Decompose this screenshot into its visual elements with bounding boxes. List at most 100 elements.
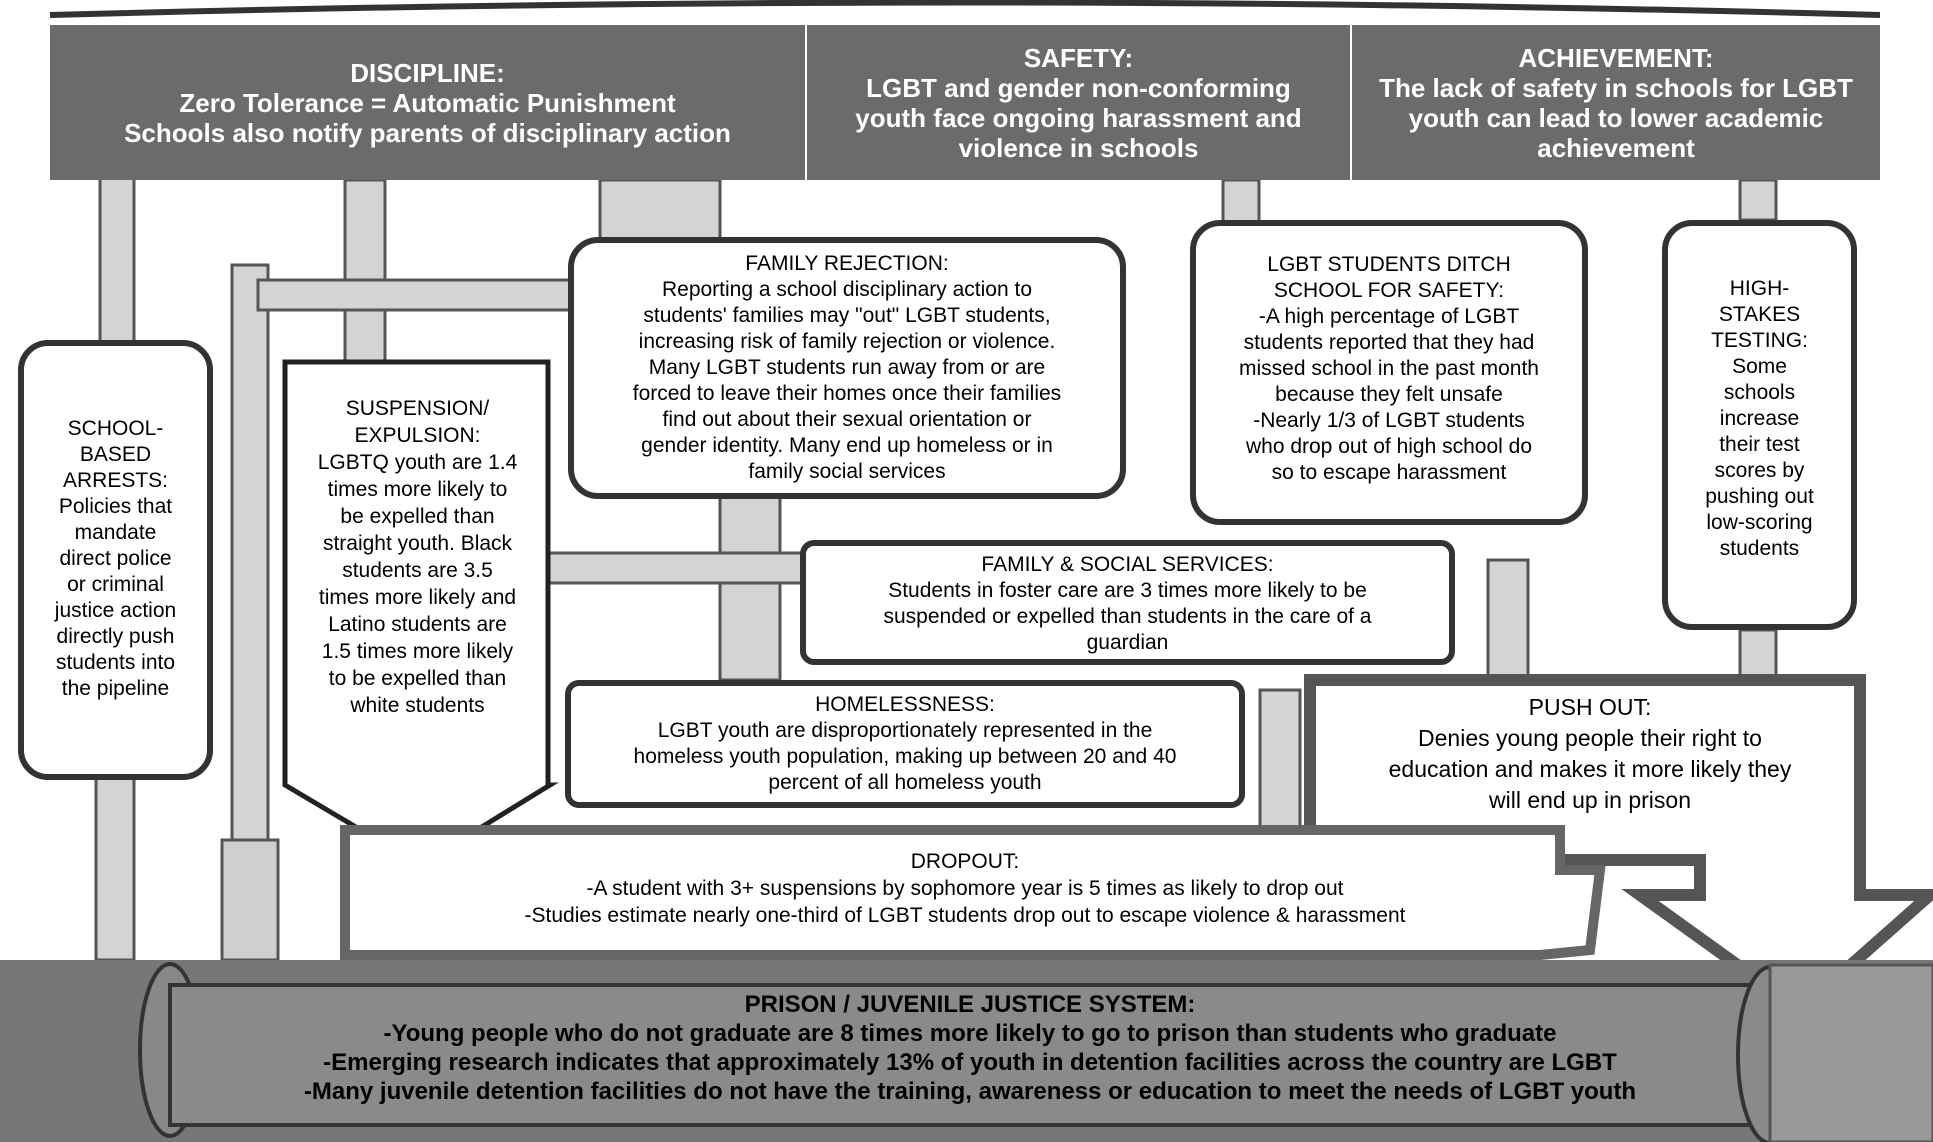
ditch-line: missed school in the past month — [1239, 357, 1539, 380]
push-out-text: PUSH OUT: Denies young people their righ… — [1330, 692, 1850, 816]
box-homelessness: HOMELESSNESS: LGBT youth are disproporti… — [565, 680, 1245, 808]
suspension-line: white students — [350, 694, 485, 717]
suspension-line: to be expelled than — [328, 667, 507, 690]
arrests-line: directly push — [56, 625, 175, 648]
safety-line3: violence in schools — [958, 132, 1199, 163]
arrests-line: students into — [55, 651, 176, 674]
testing-line: TESTING: — [1711, 329, 1808, 352]
family-rejection-line: forced to leave their homes once their f… — [632, 382, 1062, 405]
prison-line: -Emerging research indicates that approx… — [323, 1049, 1617, 1076]
arrests-line: Policies that — [58, 495, 173, 518]
arrests-line: ARRESTS: — [62, 469, 169, 492]
pipe — [1258, 688, 1302, 842]
ditch-line: students reported that they had — [1243, 331, 1535, 354]
discipline-line2: Schools also notify parents of disciplin… — [124, 117, 731, 148]
achievement-line3: achievement — [1537, 132, 1695, 163]
testing-line: Some — [1732, 355, 1787, 378]
prison-pipe-inner — [168, 983, 1772, 1127]
dropout-arrow — [340, 825, 1606, 960]
box-ditch-school: LGBT STUDENTS DITCH SCHOOL FOR SAFETY: -… — [1190, 220, 1588, 525]
dropout-line: -A student with 3+ suspensions by sophom… — [586, 877, 1344, 900]
push-out-title: PUSH OUT: — [1528, 694, 1652, 720]
family-social-line: guardian — [1086, 631, 1169, 654]
dropout-text: DROPOUT: -A student with 3+ suspensions … — [350, 848, 1580, 929]
family-rejection-line: students' families may "out" LGBT studen… — [643, 304, 1051, 327]
homelessness-line: homeless youth population, making up bet… — [633, 745, 1177, 768]
achievement-line1: The lack of safety in schools for LGBT — [1379, 72, 1853, 103]
pipe — [1738, 628, 1778, 682]
arrests-line: mandate — [74, 521, 157, 544]
testing-line: schools — [1723, 381, 1796, 404]
header-achievement: ACHIEVEMENT: The lack of safety in schoo… — [1350, 25, 1880, 180]
push-out-line: education and makes it more likely they — [1388, 756, 1792, 782]
testing-line: their test — [1719, 433, 1800, 456]
safety-line1: LGBT and gender non-conforming — [866, 72, 1291, 103]
suspension-arrow — [282, 359, 559, 868]
discipline-line1: Zero Tolerance = Automatic Punishment — [179, 87, 676, 118]
arrests-line: the pipeline — [61, 677, 170, 700]
box-high-stakes-testing: HIGH- STAKES TESTING: Some schools incre… — [1662, 220, 1857, 630]
testing-line: increase — [1719, 407, 1800, 430]
suspension-line: students are 3.5 — [342, 559, 493, 582]
discipline-title: DISCIPLINE: — [350, 57, 505, 88]
prison-line: -Young people who do not graduate are 8 … — [383, 1020, 1557, 1047]
header-safety: SAFETY: LGBT and gender non-conforming y… — [805, 25, 1350, 180]
pipe — [1486, 558, 1530, 692]
pipe — [94, 758, 136, 962]
ditch-line: who drop out of high school do — [1245, 435, 1533, 458]
box-family-social-services: FAMILY & SOCIAL SERVICES: Students in fo… — [800, 540, 1455, 665]
prison-text: PRISON / JUVENILE JUSTICE SYSTEM: -Young… — [180, 990, 1760, 1106]
box-family-rejection: FAMILY REJECTION: Reporting a school dis… — [568, 237, 1126, 499]
prison-title: PRISON / JUVENILE JUSTICE SYSTEM: — [744, 991, 1196, 1018]
achievement-title: ACHIEVEMENT: — [1518, 42, 1714, 73]
homelessness-line: LGBT youth are disproportionately repres… — [657, 719, 1153, 742]
family-rejection-line: Many LGBT students run away from or are — [648, 356, 1046, 379]
top-pipe-edge — [49, 0, 1881, 18]
suspension-line: straight youth. Black — [322, 532, 513, 555]
achievement-line2: youth can lead to lower academic — [1408, 102, 1824, 133]
suspension-line: EXPULSION: — [354, 424, 481, 447]
testing-line: low-scoring — [1706, 511, 1813, 534]
pipe — [98, 173, 136, 357]
header-discipline: DISCIPLINE: Zero Tolerance = Automatic P… — [50, 25, 805, 180]
ditch-title1: LGBT STUDENTS DITCH — [1267, 253, 1511, 276]
ditch-line: -Nearly 1/3 of LGBT students — [1253, 409, 1525, 432]
suspension-text: SUSPENSION/ EXPULSION: LGBTQ youth are 1… — [290, 395, 545, 719]
family-rejection-line: Reporting a school disciplinary action t… — [661, 278, 1033, 301]
arrests-line: direct police — [59, 547, 172, 570]
pipe — [256, 278, 590, 312]
family-social-line: Students in foster care are 3 times more… — [888, 579, 1367, 602]
ditch-line: because they felt unsafe — [1275, 383, 1503, 406]
ditch-line: so to escape harassment — [1271, 461, 1507, 484]
family-rejection-line: family social services — [748, 460, 946, 483]
dropout-title: DROPOUT: — [910, 850, 1020, 873]
family-social-line: suspended or expelled than students in t… — [883, 605, 1372, 628]
family-rejection-line: find out about their sexual orientation … — [662, 408, 1032, 431]
pipe — [598, 178, 722, 242]
safety-line2: youth face ongoing harassment and — [855, 102, 1302, 133]
arrests-line: or criminal — [67, 573, 164, 596]
pipe — [220, 838, 280, 962]
homelessness-title: HOMELESSNESS: — [815, 693, 995, 716]
suspension-line: SUSPENSION/ — [345, 397, 490, 420]
arrests-line: SCHOOL- — [67, 417, 164, 440]
testing-line: students — [1719, 537, 1800, 560]
push-out-line: will end up in prison — [1488, 787, 1691, 813]
suspension-line: Latino students are — [328, 613, 507, 636]
ditch-title2: SCHOOL FOR SAFETY: — [1273, 279, 1505, 302]
push-out-line: Denies young people their right to — [1418, 725, 1762, 751]
homelessness-line: percent of all homeless youth — [768, 771, 1042, 794]
testing-line: STAKES — [1718, 303, 1801, 326]
family-rejection-line: increasing risk of family rejection or v… — [638, 330, 1056, 353]
pipe — [1738, 178, 1778, 222]
prison-line: -Many juvenile detention facilities do n… — [303, 1078, 1637, 1105]
pipe — [343, 178, 387, 372]
suspension-line: LGBTQ youth are 1.4 — [317, 451, 518, 474]
ditch-line: -A high percentage of LGBT — [1258, 305, 1520, 328]
testing-line: pushing out — [1705, 485, 1814, 508]
arrests-line: justice action — [54, 599, 177, 622]
safety-title: SAFETY: — [1023, 42, 1134, 73]
testing-line: scores by — [1714, 459, 1805, 482]
family-rejection-line: gender identity. Many end up homeless or… — [641, 434, 1053, 457]
